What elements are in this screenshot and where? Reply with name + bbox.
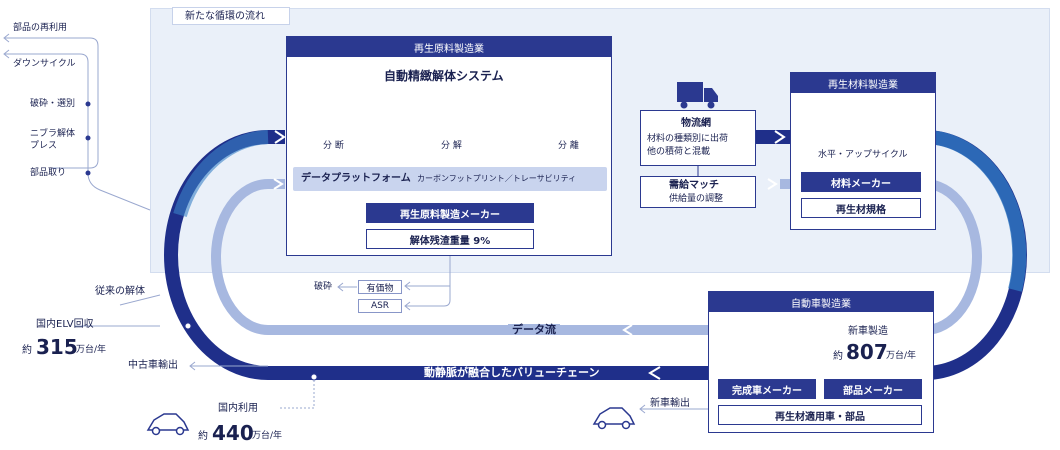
outer-loop-right-highlight bbox=[924, 130, 1027, 292]
conventional-label: 従来の解体 bbox=[95, 286, 145, 297]
material-maker: 材料メーカー bbox=[801, 172, 921, 192]
reuse-label: 部品の再利用 bbox=[13, 23, 68, 33]
data-platform-subtitle: カーボンフットプリント／トレーサビリティ bbox=[417, 174, 577, 183]
matching-title: 需給マッチ bbox=[669, 180, 719, 191]
dot-nibbler bbox=[85, 135, 91, 141]
new-car-number: 807 bbox=[846, 340, 888, 364]
dot-elv bbox=[184, 322, 192, 330]
outer-loop-arrow-left bbox=[274, 130, 286, 144]
residue-head-1 bbox=[404, 281, 411, 291]
outer-loop-arrow-mid bbox=[774, 130, 786, 144]
residue-head-3 bbox=[337, 282, 344, 292]
export-car-icon bbox=[592, 407, 636, 430]
elv-number: 315 bbox=[36, 335, 78, 359]
residue-weight: 解体残渣重量 9% bbox=[366, 229, 534, 249]
recycled-parts: 再生材適用車・部品 bbox=[718, 405, 922, 425]
elv-prefix: 約 bbox=[22, 345, 32, 356]
data-flow-label: データ流 bbox=[508, 324, 560, 335]
domestic-prefix: 約 bbox=[198, 431, 208, 442]
reuse-arrowhead bbox=[3, 33, 10, 43]
domestic-use-label: 国内利用 bbox=[218, 403, 258, 414]
elv-label: 国内ELV回収 bbox=[36, 319, 94, 330]
auto-industry-header: 自動車製造業 bbox=[709, 292, 933, 312]
car-maker: 完成車メーカー bbox=[718, 379, 816, 399]
value-chain-arrow bbox=[648, 366, 661, 380]
logistics-title: 物流網 bbox=[681, 118, 711, 129]
domestic-unit: 万台/年 bbox=[252, 431, 283, 441]
press-label: プレス bbox=[30, 141, 58, 151]
logistics-line1: 材料の種類別に出荷 bbox=[647, 134, 729, 144]
data-platform-bar: データプラットフォーム カーボンフットプリント／トレーサビリティ bbox=[293, 167, 607, 191]
used-export-label: 中古車輸出 bbox=[128, 360, 178, 371]
inner-loop-arrow-mid bbox=[767, 178, 778, 190]
crush-label: 破砕 bbox=[314, 282, 333, 292]
new-car-label: 新車製造 bbox=[848, 326, 888, 337]
dot-domestic bbox=[310, 373, 318, 381]
region-label: 新たな循環の流れ bbox=[185, 11, 265, 22]
downcycle-arrowhead bbox=[3, 49, 10, 59]
value-chain-label: 動静脈が融合したバリューチェーン bbox=[424, 366, 600, 379]
domestic-dotted bbox=[280, 380, 315, 409]
matching-subtitle: 供給量の調整 bbox=[669, 194, 724, 204]
logistics-line2: 他の積荷と混載 bbox=[647, 147, 711, 157]
matching-box: 需給マッチ 供給量の調整 bbox=[640, 176, 756, 208]
asr-box: ASR bbox=[358, 299, 402, 313]
residue-lines bbox=[338, 250, 451, 307]
parts-removal-label: 部品取り bbox=[30, 168, 67, 178]
used-export-head bbox=[189, 361, 196, 371]
step-disassemble: 分 解 bbox=[441, 141, 462, 151]
dot-parts bbox=[85, 170, 91, 176]
system-title: 自動精緻解体システム bbox=[384, 69, 504, 83]
step-separate: 分 離 bbox=[558, 141, 579, 151]
region-label-box: 新たな循環の流れ bbox=[172, 7, 290, 25]
upcycle-caption: 水平・アップサイクル bbox=[818, 150, 908, 160]
recycled-material-header: 再生材料製造業 bbox=[791, 73, 935, 93]
inner-loop bbox=[211, 179, 982, 335]
step-cut: 分 断 bbox=[323, 141, 344, 151]
domestic-number: 440 bbox=[212, 421, 254, 445]
inner-loop-arrow-left bbox=[273, 178, 284, 190]
raw-material-maker: 再生原料製造メーカー bbox=[366, 203, 534, 223]
dot-crush bbox=[85, 101, 91, 107]
parts-maker: 部品メーカー bbox=[824, 379, 922, 399]
downcycle-label: ダウンサイクル bbox=[13, 59, 76, 69]
new-car-unit: 万台/年 bbox=[886, 351, 917, 361]
left-flow-lines bbox=[5, 37, 161, 327]
recycled-standard: 再生材規格 bbox=[801, 198, 921, 218]
outer-loop-highlight bbox=[173, 130, 269, 218]
valuable-box: 有価物 bbox=[358, 280, 402, 294]
raw-material-header: 再生原料製造業 bbox=[287, 37, 611, 57]
logistics-box: 物流網 材料の種類別に出荷 他の積荷と混載 bbox=[640, 110, 756, 166]
new-car-prefix: 約 bbox=[833, 351, 843, 362]
inner-loop-arrow-bottom bbox=[622, 324, 633, 336]
domestic-car-icon bbox=[146, 413, 190, 436]
nibbler-label: ニブラ解体 bbox=[30, 129, 76, 139]
crush-sort-label: 破砕・選別 bbox=[30, 99, 76, 109]
elv-unit: 万台/年 bbox=[76, 345, 107, 355]
new-export-label: 新車輸出 bbox=[650, 398, 690, 409]
data-platform-title: データプラットフォーム bbox=[301, 173, 411, 184]
new-export-head bbox=[639, 404, 646, 414]
truck-icon bbox=[677, 82, 718, 109]
residue-head-2 bbox=[404, 301, 411, 311]
